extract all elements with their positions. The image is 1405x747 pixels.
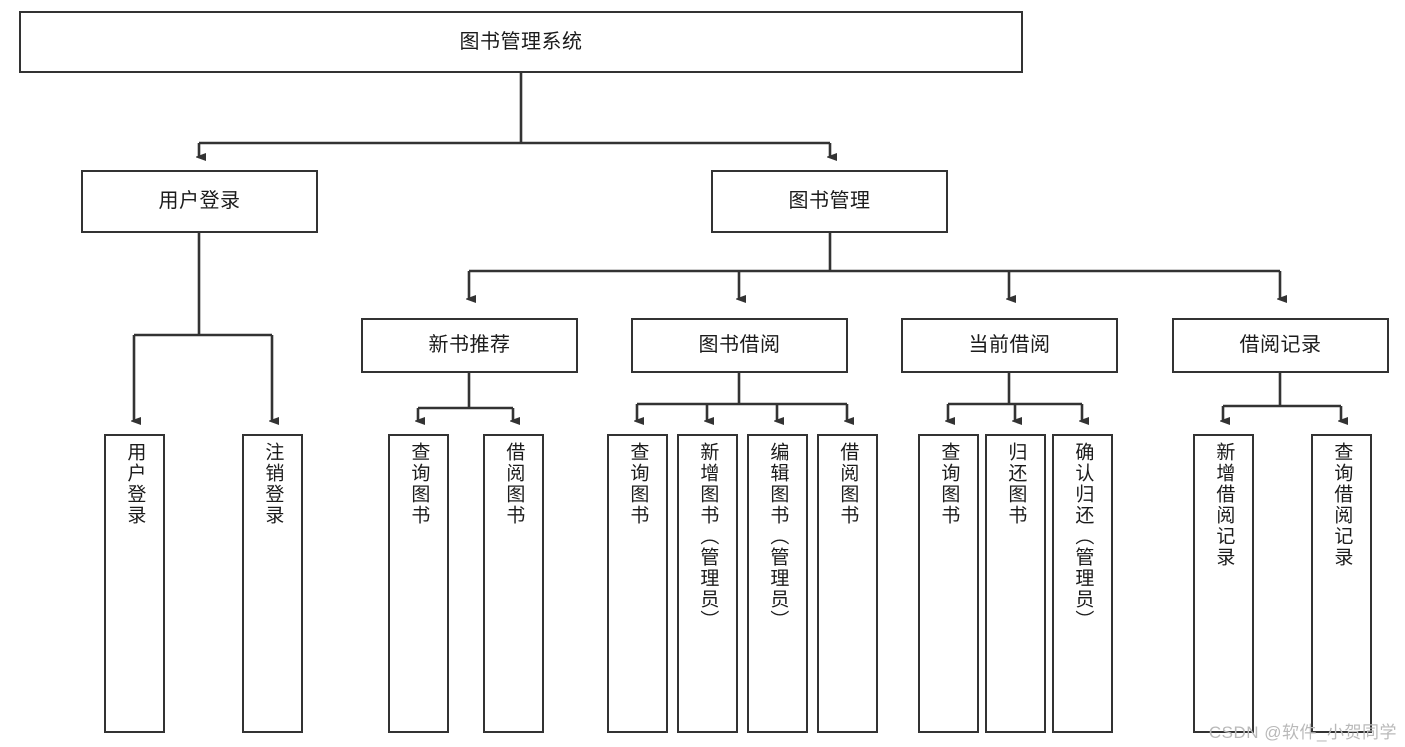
node-new-book-rec[interactable]: 新书推荐 [361, 318, 578, 373]
node-root[interactable]: 图书管理系统 [19, 11, 1023, 73]
node-leaf-query-book-1[interactable]: 查询图书 [388, 434, 449, 733]
node-leaf-return-book-label: 归还图书 [1005, 442, 1027, 526]
node-leaf-add-book-label: 新增图书（管理员） [697, 442, 719, 631]
node-new-book-rec-label: 新书推荐 [428, 334, 511, 356]
node-leaf-query-book-2-label: 查询图书 [627, 442, 649, 526]
node-leaf-confirm-return[interactable]: 确认归还（管理员） [1052, 434, 1113, 733]
node-book-borrow-label: 图书借阅 [698, 334, 781, 356]
node-root-label: 图书管理系统 [459, 30, 583, 53]
node-leaf-borrow-book-2[interactable]: 借阅图书 [817, 434, 878, 733]
node-current-borrow-label: 当前借阅 [968, 334, 1051, 356]
node-leaf-query-record[interactable]: 查询借阅记录 [1311, 434, 1372, 733]
node-leaf-add-record[interactable]: 新增借阅记录 [1193, 434, 1254, 733]
node-leaf-logout-label: 注销登录 [262, 442, 284, 526]
node-leaf-borrow-book-1-label: 借阅图书 [503, 442, 525, 526]
node-leaf-borrow-book-2-label: 借阅图书 [837, 442, 859, 526]
node-leaf-user-login[interactable]: 用户登录 [104, 434, 165, 733]
node-leaf-confirm-return-label: 确认归还（管理员） [1072, 442, 1094, 631]
node-borrow-record-label: 借阅记录 [1239, 334, 1322, 356]
node-leaf-borrow-book-1[interactable]: 借阅图书 [483, 434, 544, 733]
node-book-manage-label: 图书管理 [788, 190, 871, 212]
node-leaf-query-book-3[interactable]: 查询图书 [918, 434, 979, 733]
node-leaf-edit-book-label: 编辑图书（管理员） [767, 442, 789, 631]
node-leaf-query-book-1-label: 查询图书 [408, 442, 430, 526]
node-leaf-user-login-label: 用户登录 [124, 442, 146, 526]
node-leaf-query-record-label: 查询借阅记录 [1331, 442, 1353, 568]
node-leaf-add-record-label: 新增借阅记录 [1213, 442, 1235, 568]
node-user-login-label: 用户登录 [158, 190, 241, 212]
node-current-borrow[interactable]: 当前借阅 [901, 318, 1118, 373]
node-borrow-record[interactable]: 借阅记录 [1172, 318, 1389, 373]
node-leaf-query-book-3-label: 查询图书 [938, 442, 960, 526]
node-user-login[interactable]: 用户登录 [81, 170, 318, 233]
watermark-text: CSDN @软件_小贺同学 [1208, 723, 1397, 742]
node-leaf-add-book[interactable]: 新增图书（管理员） [677, 434, 738, 733]
edges-root [134, 73, 1341, 421]
node-leaf-return-book[interactable]: 归还图书 [985, 434, 1046, 733]
node-leaf-query-book-2[interactable]: 查询图书 [607, 434, 668, 733]
node-book-borrow[interactable]: 图书借阅 [631, 318, 848, 373]
node-leaf-logout[interactable]: 注销登录 [242, 434, 303, 733]
node-leaf-edit-book[interactable]: 编辑图书（管理员） [747, 434, 808, 733]
node-book-manage[interactable]: 图书管理 [711, 170, 948, 233]
